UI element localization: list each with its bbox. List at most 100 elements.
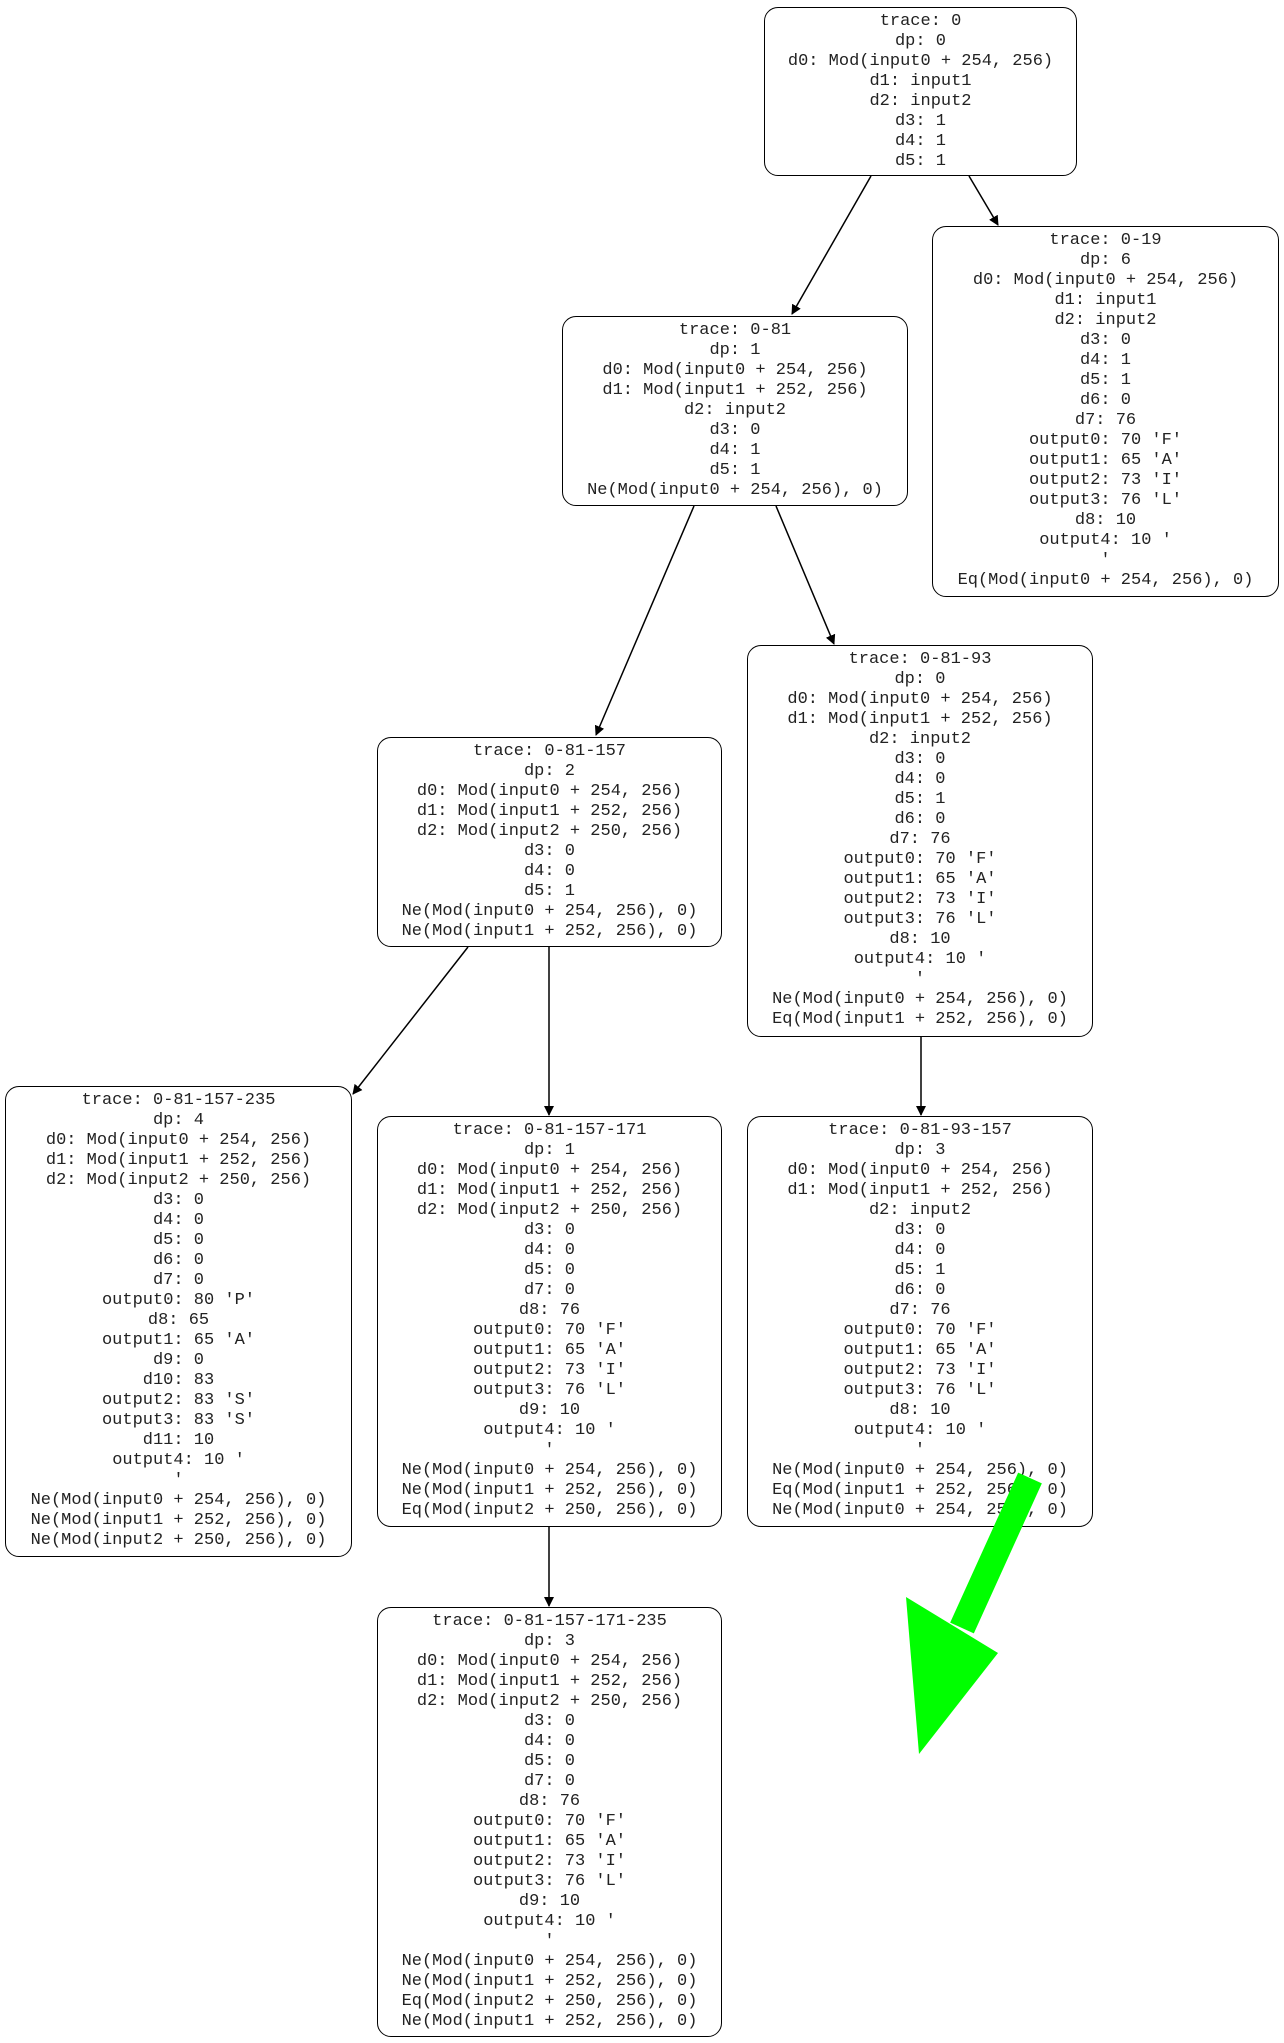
node-line: d2: input2 [1054, 311, 1157, 330]
node-line: d9: 0 [152, 1351, 204, 1370]
node-line: Ne(Mod(input1 + 252, 256), 0) [401, 1481, 698, 1500]
green-arrow-head [906, 1597, 998, 1754]
node-line: trace: 0-81 [678, 321, 792, 340]
node-line: d0: Mod(input0 + 254, 256) [416, 1161, 683, 1180]
node-line: output2: 73 'I' [472, 1361, 627, 1380]
node-line: d4: 0 [894, 1241, 946, 1260]
node-line: d0: Mod(input0 + 254, 256) [787, 690, 1053, 709]
node-line: d3: 0 [709, 421, 761, 440]
node-line: output0: 70 'F' [843, 1321, 997, 1340]
node-line: d2: Mod(input2 + 250, 256) [416, 822, 683, 841]
node-line: d3: 0 [894, 750, 946, 769]
node-line: ' [914, 970, 926, 989]
node-line: output2: 73 'I' [843, 1361, 997, 1380]
node-line: trace: 0-81-157-171 [452, 1121, 647, 1140]
node-line: d8: 76 [518, 1301, 581, 1320]
node-line: output2: 83 'S' [101, 1391, 256, 1410]
node-line: d8: 10 [1074, 511, 1137, 530]
node-line: d7: 76 [889, 1301, 951, 1320]
node-line: d0: Mod(input0 + 254, 256) [787, 52, 1054, 71]
node-line: d5: 1 [523, 882, 575, 901]
node-line: dp: 4 [152, 1111, 204, 1130]
node-line: d7: 76 [889, 830, 951, 849]
node-line: d2: input2 [868, 1201, 972, 1220]
node-line: d0: Mod(input0 + 254, 256) [45, 1131, 312, 1150]
node-line: Ne(Mod(input0 + 254, 256), 0) [401, 902, 698, 921]
edge-0-to-0-81 [791, 175, 872, 315]
node-line: output4: 10 ' [483, 1912, 616, 1931]
node-line: output4: 10 ' [112, 1451, 245, 1470]
node-line: Eq(Mod(input0 + 254, 256), 0) [957, 571, 1254, 590]
node-line: d4: 0 [523, 1241, 575, 1260]
node-line: output1: 65 'A' [1028, 451, 1183, 470]
node-line: output3: 76 'L' [1028, 491, 1183, 510]
node-line: d4: 1 [894, 132, 946, 151]
node-line: d7: 0 [152, 1271, 204, 1290]
node-line: output0: 70 'F' [472, 1321, 627, 1340]
node-line: d5: 1 [894, 790, 946, 809]
green-arrow-shaft [950, 1472, 1042, 1634]
node-line: d1: Mod(input1 + 252, 256) [416, 1672, 683, 1691]
node-line: trace: 0-81-157-171-235 [432, 1612, 667, 1631]
node-line: dp: 1 [523, 1141, 575, 1160]
node-line: ' [173, 1471, 184, 1490]
node-line: d8: 65 [147, 1311, 210, 1330]
node-line: dp: 6 [1079, 251, 1131, 270]
node-line: d4: 0 [523, 862, 575, 881]
node-line: d4: 1 [1079, 351, 1131, 370]
node-line: Ne(Mod(input0 + 254, 256), 0) [587, 481, 883, 500]
node-line: d5: 1 [894, 152, 946, 171]
node-line: output2: 73 'I' [472, 1852, 627, 1871]
node-line: d0: Mod(input0 + 254, 256) [416, 1652, 683, 1671]
node-line: d3: 0 [523, 1712, 575, 1731]
node-line: dp: 3 [894, 1141, 946, 1160]
node-line: d4: 0 [894, 770, 946, 789]
node-line: d2: input2 [683, 401, 787, 420]
node-line: d7: 0 [523, 1281, 575, 1300]
node-line: d9: 10 [518, 1401, 581, 1420]
node-line: d3: 0 [894, 1221, 946, 1240]
node-line: trace: 0 [879, 12, 962, 31]
node-line: trace: 0-81-93 [848, 650, 992, 669]
node-line: Ne(Mod(input1 + 252, 256), 0) [401, 922, 698, 941]
node-line: d0: Mod(input0 + 254, 256) [972, 271, 1239, 290]
node-line: output3: 83 'S' [101, 1411, 256, 1430]
node-line: d3: 1 [894, 112, 946, 131]
node-line: d2: Mod(input2 + 250, 256) [45, 1171, 312, 1190]
node-line: d1: input1 [869, 72, 972, 91]
node-line: d11: 10 [142, 1431, 215, 1450]
node-line: output1: 65 'A' [472, 1832, 627, 1851]
node-line: dp: 0 [894, 670, 946, 689]
node-line: trace: 0-19 [1049, 231, 1162, 250]
node-line: d5: 1 [894, 1261, 946, 1280]
node-line: output4: 10 ' [483, 1421, 616, 1440]
node-line: d4: 1 [709, 441, 761, 460]
node-line: d3: 0 [1079, 331, 1131, 350]
node-line: Ne(Mod(input0 + 254, 256), 0) [401, 1952, 698, 1971]
node-line: output4: 10 ' [1039, 531, 1172, 550]
node-line: d1: Mod(input1 + 252, 256) [416, 1181, 683, 1200]
node-line: d6: 0 [152, 1251, 204, 1270]
node-line: d5: 1 [709, 461, 761, 480]
node-line: Ne(Mod(input1 + 252, 256), 0) [401, 1972, 698, 1991]
node-line: d1: Mod(input1 + 252, 256) [45, 1151, 312, 1170]
node-line: output3: 76 'L' [843, 910, 997, 929]
edge-0-to-0-19 [968, 175, 999, 226]
node-line: d8: 10 [889, 1401, 951, 1420]
edge-0-81-to-0-81-93 [775, 505, 836, 645]
node-line: d1: Mod(input1 + 252, 256) [602, 381, 868, 400]
node-line: d7: 76 [1074, 411, 1137, 430]
node-line: Eq(Mod(input1 + 252, 256), 0) [772, 1010, 1068, 1029]
node-line: d3: 0 [152, 1191, 204, 1210]
node-line: Ne(Mod(input1 + 252, 256), 0) [401, 2012, 698, 2031]
node-line: trace: 0-81-93-157 [828, 1121, 1012, 1140]
node-line: d1: Mod(input1 + 252, 256) [787, 710, 1053, 729]
node-line: d0: Mod(input0 + 254, 256) [602, 361, 868, 380]
